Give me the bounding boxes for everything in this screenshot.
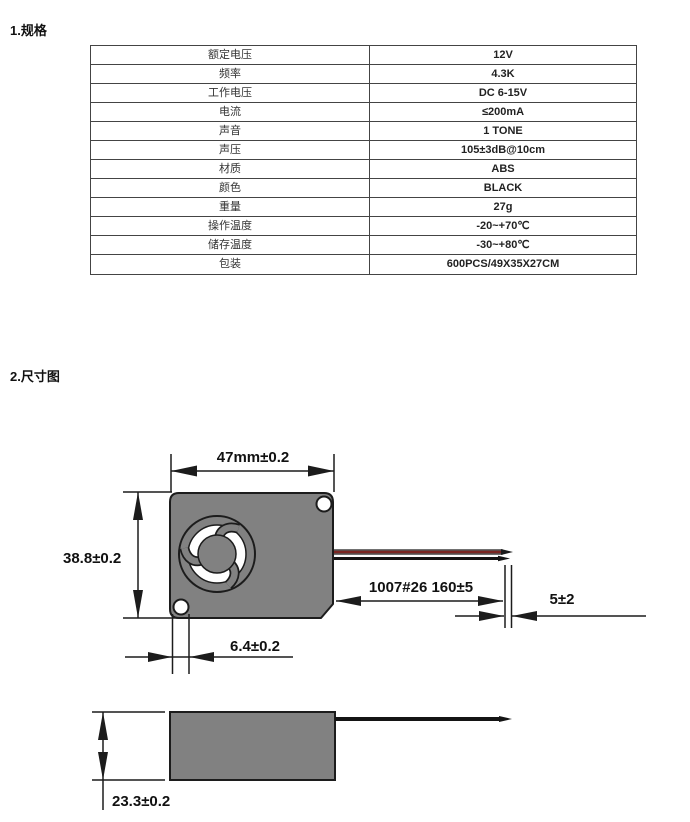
- spec-row-value: 4.3K: [370, 65, 636, 84]
- dimension-hole-offset: [125, 614, 293, 674]
- strip-length-dimension-label: 5±2: [550, 591, 575, 608]
- spec-row-value: ≤200mA: [370, 103, 636, 122]
- spec-row-label: 包装: [91, 255, 370, 274]
- spec-table: 额定电压 12V 频率 4.3K 工作电压 DC 6-15V 电流 ≤200mA…: [90, 45, 637, 275]
- spec-row-label: 电流: [91, 103, 370, 122]
- buzzer-side-view: 23.3±0.2: [92, 711, 512, 810]
- wire-black: [334, 555, 510, 562]
- thickness-dimension-label: 23.3±0.2: [112, 793, 170, 810]
- dimension-height: [123, 491, 193, 619]
- buzzer-side-body: [169, 711, 336, 781]
- spec-row-label: 声音: [91, 122, 370, 141]
- speaker-grille-icon: [178, 515, 256, 593]
- spec-row-value: BLACK: [370, 179, 636, 198]
- height-dimension-label: 38.8±0.2: [63, 550, 121, 567]
- spec-row-value: 27g: [370, 198, 636, 217]
- width-dimension-label: 47mm±0.2: [217, 449, 289, 466]
- spec-row-label: 材质: [91, 160, 370, 179]
- spec-row-label: 额定电压: [91, 46, 370, 65]
- spec-row-label: 重量: [91, 198, 370, 217]
- spec-row-label: 颜色: [91, 179, 370, 198]
- spec-row-label: 操作温度: [91, 217, 370, 236]
- spec-row-value: 12V: [370, 46, 636, 65]
- spec-row-value: 1 TONE: [370, 122, 636, 141]
- spec-row-value: DC 6-15V: [370, 84, 636, 103]
- mounting-hole-bottom-left: [172, 598, 190, 616]
- spec-row-label: 声压: [91, 141, 370, 160]
- spec-row-value: ABS: [370, 160, 636, 179]
- wire-spec-dimension-label: 1007#26 160±5: [369, 579, 473, 596]
- spec-row-value: 105±3dB@10cm: [370, 141, 636, 160]
- dimension-wire-length: [336, 596, 503, 606]
- spec-row-label: 储存温度: [91, 236, 370, 255]
- dimension-width: [170, 454, 335, 492]
- wire-strip-marks: [504, 565, 513, 628]
- spec-row-label: 频率: [91, 65, 370, 84]
- dimension-section-heading: 2.尺寸图: [10, 369, 60, 384]
- buzzer-top-view: 47mm±0.2 38.8±0.2 6.4±0.2: [63, 449, 646, 674]
- dimension-strip-length: [455, 611, 646, 621]
- hole-offset-dimension-label: 6.4±0.2: [230, 638, 280, 655]
- spec-row-value: -30~+80℃: [370, 236, 636, 255]
- mounting-hole-top-right: [315, 495, 333, 513]
- wire-red: [334, 549, 513, 555]
- side-wire: [335, 716, 512, 722]
- spec-section-heading: 1.规格: [10, 23, 47, 38]
- spec-row-label: 工作电压: [91, 84, 370, 103]
- dimension-thickness: [92, 711, 165, 810]
- dimension-drawing: 47mm±0.2 38.8±0.2 6.4±0.2: [63, 449, 646, 810]
- spec-row-value: 600PCS/49X35X27CM: [446, 258, 560, 270]
- spec-row-value: -20~+70℃: [370, 217, 636, 236]
